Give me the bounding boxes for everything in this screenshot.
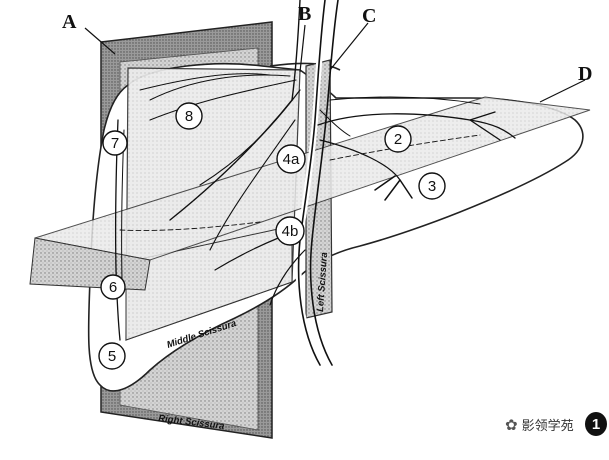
watermark-text: 影领学苑 xyxy=(521,419,574,434)
watermark: ✿ 影领学苑 xyxy=(505,415,574,435)
segment-5: 5 xyxy=(98,342,126,370)
segment-8-label: 8 xyxy=(185,108,193,125)
segment-2-label: 2 xyxy=(394,131,402,148)
label-b: B xyxy=(298,3,311,25)
segment-4a-label: 4a xyxy=(283,151,300,168)
page-number-badge: 1 xyxy=(585,412,607,436)
segment-3: 3 xyxy=(418,172,446,200)
segment-4a: 4a xyxy=(276,144,306,174)
label-a: A xyxy=(62,11,77,33)
segment-6-label: 6 xyxy=(109,279,117,296)
segment-5-label: 5 xyxy=(108,348,116,365)
segment-8: 8 xyxy=(175,102,203,130)
wechat-icon: ✿ xyxy=(505,415,518,434)
segment-7-label: 7 xyxy=(111,135,119,152)
label-c: C xyxy=(362,5,376,27)
segment-7: 7 xyxy=(102,130,128,156)
segment-markers: 7 8 4a 2 3 4b 6 5 xyxy=(98,102,446,370)
label-d: D xyxy=(578,63,592,85)
label-pointers xyxy=(84,22,586,103)
segment-2: 2 xyxy=(384,125,412,153)
left-scissura-label: Left Scissura xyxy=(315,252,330,312)
segment-4b-label: 4b xyxy=(282,223,299,240)
segment-6: 6 xyxy=(100,274,126,300)
segment-4b: 4b xyxy=(275,216,305,246)
segment-3-label: 3 xyxy=(428,178,436,195)
